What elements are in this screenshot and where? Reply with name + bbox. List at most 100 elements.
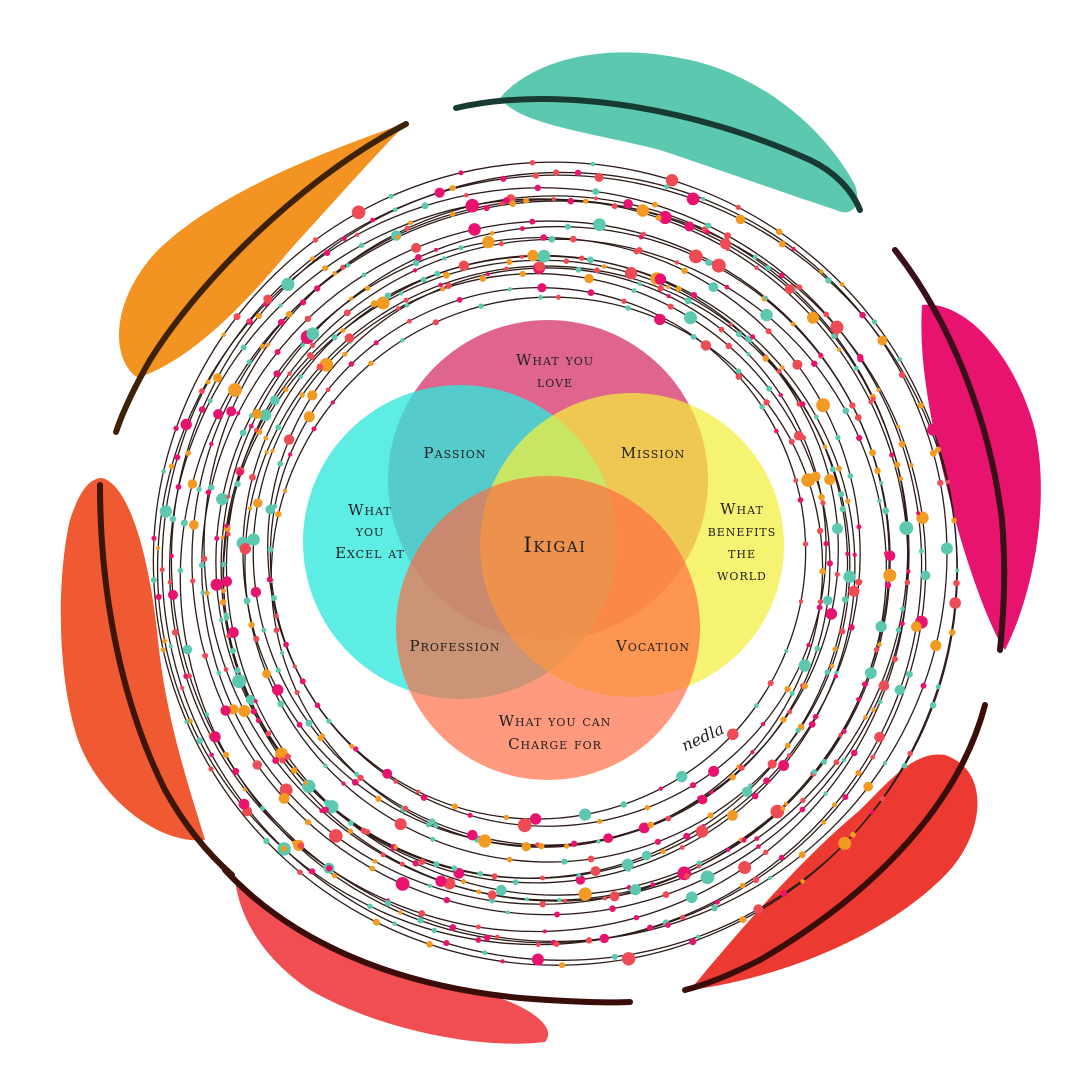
- bead: [223, 612, 229, 618]
- bead: [311, 426, 317, 432]
- bead: [778, 392, 783, 398]
- bead: [609, 905, 616, 912]
- bead: [198, 562, 205, 569]
- bead: [841, 758, 847, 763]
- bead: [594, 172, 604, 182]
- bead: [354, 771, 360, 777]
- bead: [169, 463, 175, 469]
- bead: [483, 204, 490, 212]
- artist-signature: nedla: [678, 719, 727, 755]
- bead: [432, 319, 439, 326]
- bead: [372, 859, 378, 864]
- bead: [184, 719, 189, 724]
- bead: [878, 680, 890, 692]
- bead: [343, 309, 351, 317]
- bead: [935, 446, 941, 453]
- bead: [587, 289, 595, 296]
- bead: [916, 511, 921, 516]
- bead: [232, 674, 247, 689]
- bead: [168, 644, 173, 649]
- bead: [205, 489, 212, 496]
- bead: [753, 904, 764, 915]
- bead: [751, 792, 759, 800]
- bead: [408, 220, 413, 226]
- bead: [818, 352, 823, 357]
- bead: [182, 644, 193, 655]
- bead: [561, 858, 568, 865]
- bead: [647, 924, 654, 931]
- bead: [367, 903, 373, 910]
- bead: [509, 200, 516, 208]
- red-feather: [682, 702, 988, 993]
- bead: [585, 937, 593, 944]
- bead: [306, 327, 320, 341]
- bead: [569, 235, 577, 243]
- bead: [750, 334, 756, 340]
- bead: [709, 790, 714, 795]
- bead: [829, 466, 836, 473]
- bead: [575, 266, 582, 273]
- bead: [850, 831, 856, 838]
- bead: [784, 648, 789, 653]
- bead: [623, 199, 633, 209]
- bead: [807, 311, 819, 324]
- bead: [765, 265, 771, 271]
- bead: [845, 498, 851, 504]
- bead: [665, 174, 679, 187]
- bead: [395, 877, 410, 891]
- bead: [478, 303, 484, 309]
- bead: [636, 247, 643, 254]
- bead: [897, 357, 903, 362]
- bead: [479, 275, 487, 282]
- bead: [725, 246, 730, 252]
- bead: [799, 806, 806, 813]
- bead: [249, 473, 256, 481]
- bead: [534, 261, 545, 272]
- bead: [676, 770, 688, 783]
- bead: [440, 286, 446, 292]
- bead: [299, 678, 306, 685]
- bead: [220, 535, 225, 540]
- bead: [430, 836, 436, 842]
- bead: [654, 313, 666, 326]
- bead: [248, 423, 254, 429]
- bead: [856, 524, 862, 530]
- bead: [412, 860, 419, 867]
- bead: [778, 854, 785, 861]
- bead: [810, 471, 821, 482]
- bead: [951, 517, 957, 524]
- bead: [705, 259, 713, 266]
- bead: [340, 264, 346, 270]
- bead: [667, 303, 674, 310]
- bead: [596, 839, 601, 844]
- bead: [870, 755, 875, 760]
- bead: [290, 767, 298, 774]
- bead: [434, 270, 441, 277]
- bead: [776, 368, 782, 374]
- bead: [221, 332, 226, 337]
- bead: [234, 667, 241, 674]
- bead: [724, 232, 732, 240]
- bead: [909, 463, 914, 468]
- bead: [403, 297, 409, 303]
- bead: [808, 720, 816, 728]
- label-what-you-excel-at-1: What: [348, 501, 392, 519]
- bead: [384, 292, 392, 299]
- bead: [233, 313, 241, 321]
- bead: [697, 794, 708, 805]
- bead: [650, 882, 656, 888]
- bead: [161, 469, 166, 474]
- label-mission: Mission: [621, 444, 686, 462]
- bead: [895, 627, 902, 633]
- bead: [269, 395, 280, 406]
- bead: [666, 284, 671, 290]
- bead: [898, 371, 906, 378]
- bead: [576, 873, 581, 878]
- bead: [834, 571, 840, 577]
- bead: [882, 760, 888, 766]
- bead: [729, 322, 733, 327]
- bead: [433, 823, 439, 829]
- bead: [435, 875, 447, 887]
- bead: [281, 845, 287, 852]
- bead: [949, 597, 961, 609]
